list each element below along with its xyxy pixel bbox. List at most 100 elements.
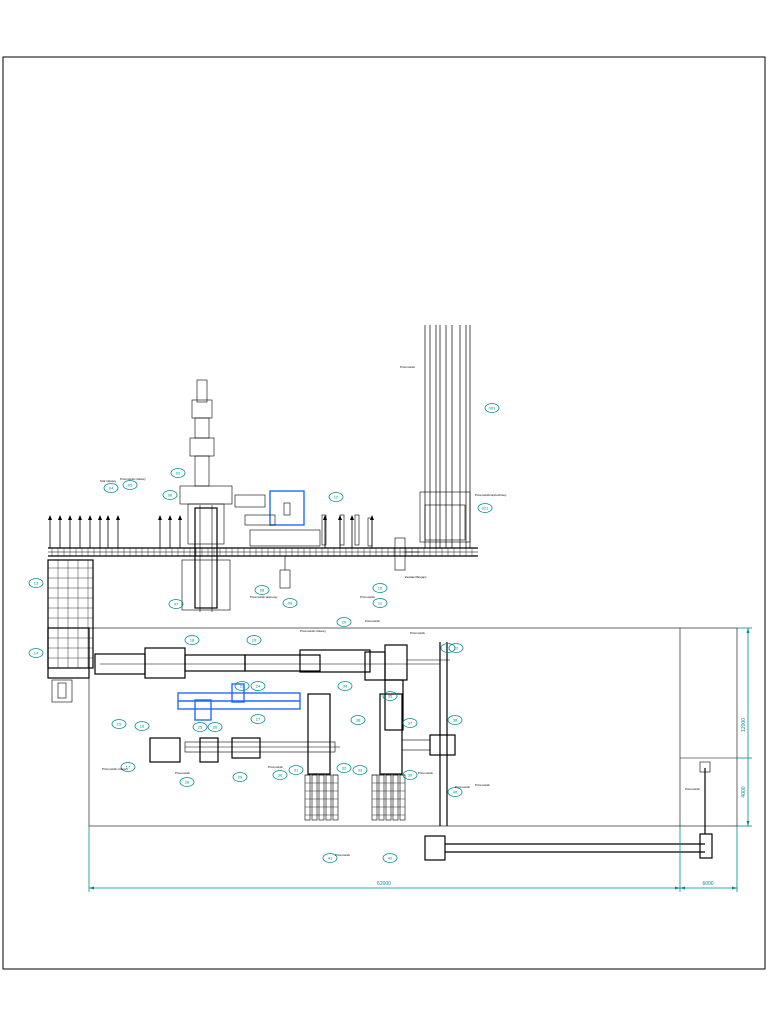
bubble-outline (207, 722, 223, 732)
callout-bubble: 001 (484, 403, 500, 413)
bubble-outline (168, 599, 184, 609)
label-10: Przenośnik (410, 631, 425, 635)
callout-bubble: 20 (336, 617, 352, 627)
bubble-outline (382, 853, 398, 863)
label-7: Przenośnik rolkowy (300, 629, 326, 633)
bubble-outline (484, 403, 500, 413)
callout-bubble: 23 (234, 681, 250, 691)
bubble-outline (402, 718, 418, 728)
bubble-outline (250, 681, 266, 691)
bubble-label: 26 (213, 724, 218, 729)
bubble-outline (447, 787, 463, 797)
bubble-label: 15 (117, 721, 122, 726)
callout-bubble: 12 (328, 492, 344, 502)
bubble-outline (272, 770, 288, 780)
bubble-outline (28, 648, 44, 658)
bubble-outline (336, 763, 352, 773)
callout-bubble: 07 (168, 599, 184, 609)
bubble-label: 24 (256, 683, 261, 688)
bubble-label: 021 (482, 505, 489, 510)
post-arrow (323, 515, 327, 520)
bubble-outline (440, 643, 456, 653)
callout-bubble: 28 (179, 777, 195, 787)
lower-layout (47, 627, 738, 861)
bubble-label: 28 (185, 779, 190, 784)
callout-bubble: 021 (477, 503, 493, 513)
bubble-outline (372, 598, 388, 608)
dim-width-main: 62000 (377, 881, 391, 887)
callout-bubble: 02 (170, 468, 186, 478)
callout-bubble: 04 (103, 483, 119, 493)
dim-width-right: 6000 (702, 881, 713, 887)
upper-right-tower (424, 325, 471, 548)
callout-bubble: 26 (207, 722, 223, 732)
callout-bubble: 15 (111, 719, 127, 729)
post-arrow (106, 515, 110, 520)
bubble-outline (282, 598, 298, 608)
bubble-outline (336, 617, 352, 627)
stack-column (385, 774, 392, 821)
callout-bubble: 35 (382, 691, 398, 701)
label-9: Przenośnik (365, 619, 380, 623)
bubble-outline (234, 681, 250, 691)
bubble-label: 21 (446, 645, 451, 650)
bubble-label: 07 (174, 601, 179, 606)
bubble-label: 23 (240, 683, 245, 688)
callout-bubble: 33 (352, 765, 368, 775)
stack-column (378, 774, 385, 821)
bubble-label: 11 (378, 600, 383, 605)
callout-bubble: 18 (184, 635, 200, 645)
post-arrow (68, 515, 72, 520)
label-8: Zestaw filtrujący (405, 575, 427, 579)
bubble-outline (120, 762, 136, 772)
bubble-outline (184, 635, 200, 645)
bubble-outline (250, 714, 266, 724)
post-arrow (350, 515, 354, 520)
post-arrow (48, 515, 52, 520)
callout-bubble: 37 (402, 718, 418, 728)
bubble-label: 38 (453, 717, 458, 722)
bubble-outline (448, 643, 464, 653)
dim-height-lower: 4000 (741, 786, 747, 797)
bubble-outline (352, 765, 368, 775)
callout-bubble: 21 (440, 643, 456, 653)
bubble-outline (372, 583, 388, 593)
bubble-label: 20 (342, 619, 347, 624)
bubble-outline (232, 772, 248, 782)
bubble-outline (254, 585, 270, 595)
post-arrow (98, 515, 102, 520)
bubble-label: 18 (190, 637, 195, 642)
bubble-label: 04 (109, 485, 114, 490)
label-3: Stół rolkowy (100, 479, 117, 483)
conveyor-ticks (51, 548, 473, 556)
bubble-outline (246, 635, 262, 645)
callout-bubble: 09 (282, 598, 298, 608)
callout-bubble: 17 (120, 762, 136, 772)
bubble-label: 19 (252, 637, 257, 642)
bubble-outline (322, 853, 338, 863)
callout-bubble: 14 (28, 648, 44, 658)
bubble-outline (402, 770, 418, 780)
callout-bubble: 06 (162, 490, 178, 500)
bubble-label: 17 (126, 764, 131, 769)
bubble-outline (103, 483, 119, 493)
label-11: Przenośnik rolkowy (102, 767, 128, 771)
stack-column (332, 774, 339, 821)
callout-bubble: 29 (232, 772, 248, 782)
callout-bubble: 38 (447, 715, 463, 725)
bubble-label: 12 (334, 494, 339, 499)
callout-bubble: 19 (246, 635, 262, 645)
label-6: Przenośnik (360, 595, 375, 599)
callout-bubble: 42 (382, 853, 398, 863)
bubble-outline (192, 722, 208, 732)
bubble-label: 001 (489, 405, 496, 410)
stack-column (325, 774, 332, 821)
bubble-outline (350, 715, 366, 725)
bubble-label: 29 (238, 774, 243, 779)
callout-bubble: 16 (134, 721, 150, 731)
bubble-label: 42 (388, 855, 393, 860)
callout-bubble: 24 (250, 681, 266, 691)
bubble-label: 02 (176, 470, 181, 475)
label-17: Przenośnik (685, 787, 700, 791)
